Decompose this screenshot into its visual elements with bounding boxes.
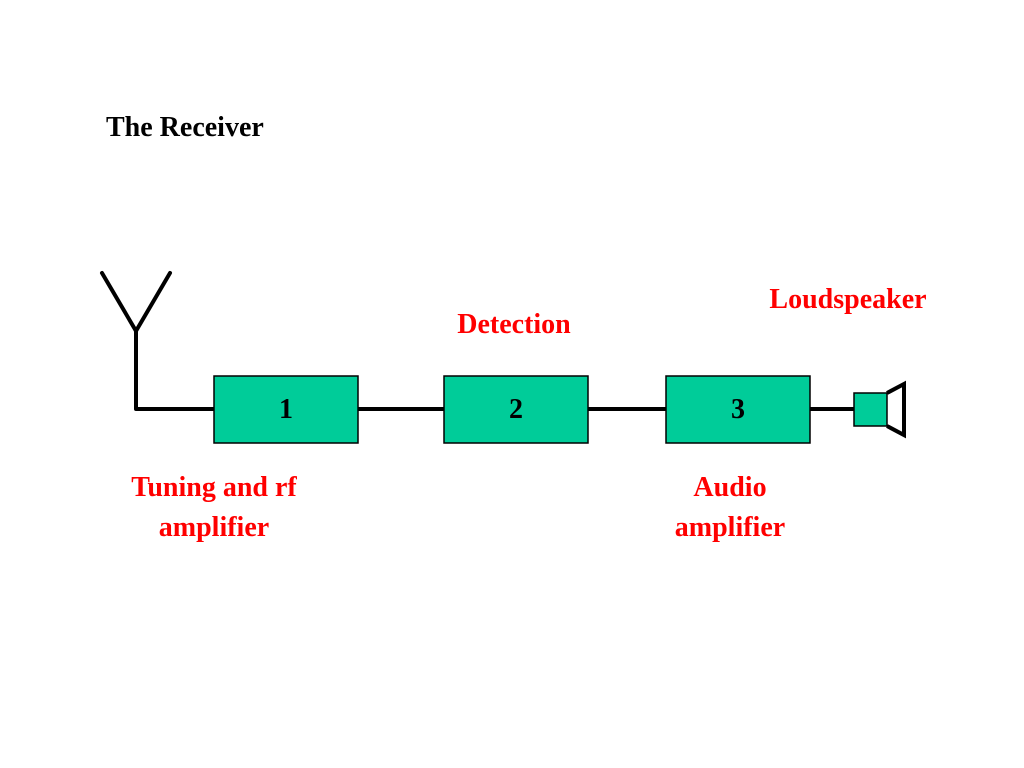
audio-label-line1: Audio [693,472,767,503]
detection-label: Detection [457,309,571,340]
loudspeaker-icon [853,380,906,439]
block-1-number: 1 [279,394,293,425]
tuning-label-line1: Tuning and rf [131,472,297,503]
block-1-rect [213,375,359,444]
loudspeaker-label: Loudspeaker [769,284,927,315]
audio-label-line2: amplifier [674,512,786,543]
block-2-number: 2 [509,394,523,425]
tuning-label-line2: amplifier [158,512,270,543]
antenna-icon [100,271,172,411]
block-3-rect [665,375,811,444]
block-2-rect [443,375,589,444]
slide-title: The Receiver [106,112,264,143]
block-3-number: 3 [731,394,745,425]
